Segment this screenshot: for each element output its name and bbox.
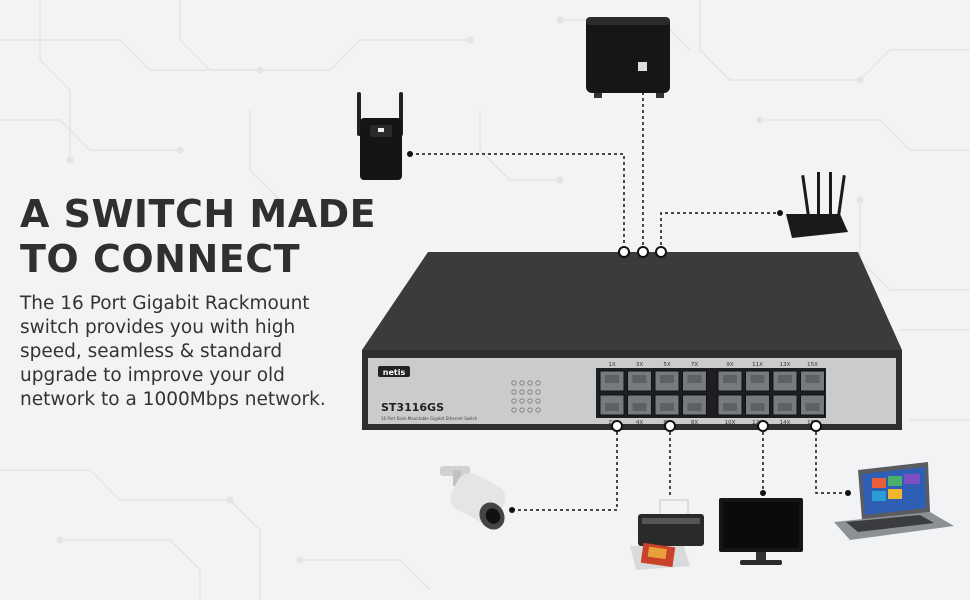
- port-socket: [805, 375, 820, 383]
- headline: A SWITCH MADE TO CONNECT: [20, 192, 376, 282]
- port-label: 14X: [780, 420, 791, 426]
- port-label: 5X: [663, 362, 670, 368]
- line-end-dot: [509, 507, 515, 513]
- line-end-dot: [407, 151, 413, 157]
- wifi-extender-icon: [357, 92, 403, 180]
- port-socket: [660, 403, 674, 411]
- model-label: ST3116GS: [381, 401, 444, 414]
- connector-points: [611, 246, 822, 432]
- brand-logo: netis: [383, 368, 406, 377]
- line-end-dot: [845, 490, 851, 496]
- printer-icon: [630, 499, 704, 570]
- port-socket: [687, 375, 702, 383]
- connector-point: [757, 420, 769, 432]
- port-socket: [605, 403, 619, 411]
- port-socket: [723, 375, 737, 383]
- port-socket: [632, 403, 647, 411]
- subwoofer-icon: [586, 17, 670, 98]
- port-socket: [750, 403, 765, 411]
- connector-point: [655, 246, 667, 258]
- connection-lines: [410, 92, 848, 511]
- port-socket: [750, 375, 765, 383]
- port-socket: [778, 403, 792, 411]
- switch-top-panel: [362, 252, 902, 350]
- monitor-icon: [719, 498, 803, 565]
- model-subtitle: 16 Port Rack-Mountable Gigabit Ethernet …: [381, 416, 478, 421]
- port-socket: [660, 375, 674, 383]
- port-socket: [605, 375, 619, 383]
- wireless-router-icon: [786, 172, 848, 238]
- port-socket: [632, 375, 647, 383]
- port-socket: [805, 403, 820, 411]
- port-socket: [723, 403, 737, 411]
- description-text: The 16 Port Gigabit Rackmount switch pro…: [20, 293, 326, 410]
- connector-point: [664, 420, 676, 432]
- headline-line-2: TO CONNECT: [20, 237, 301, 281]
- port-label: 12X: [752, 420, 763, 426]
- port-label: 4X: [636, 420, 643, 426]
- ethernet-ports: [599, 370, 825, 416]
- connector-point: [810, 420, 822, 432]
- laptop-icon: [834, 462, 954, 540]
- port-label: 13X: [780, 362, 791, 368]
- status-leds: [511, 380, 541, 413]
- connector-point: [637, 246, 649, 258]
- line-end-dot: [777, 210, 783, 216]
- port-label: 15X: [807, 362, 818, 368]
- headline-line-1: A SWITCH MADE: [20, 192, 377, 236]
- security-camera-icon: [440, 466, 506, 530]
- port-label: 10X: [725, 420, 736, 426]
- port-label: 11X: [752, 362, 763, 368]
- network-switch: netis ST3116GS 16 Port Rack-Mountable Gi…: [362, 252, 902, 430]
- connector-point: [618, 246, 630, 258]
- port-label: 7X: [691, 362, 698, 368]
- connector-point: [611, 420, 623, 432]
- port-label: 8X: [691, 420, 698, 426]
- port-label: 1X: [608, 362, 615, 368]
- brand-badge: [378, 366, 410, 377]
- port-socket: [778, 375, 792, 383]
- line-end-dot: [760, 490, 766, 496]
- port-label: 9X: [726, 362, 733, 368]
- port-label: 3X: [636, 362, 643, 368]
- port-socket: [687, 403, 702, 411]
